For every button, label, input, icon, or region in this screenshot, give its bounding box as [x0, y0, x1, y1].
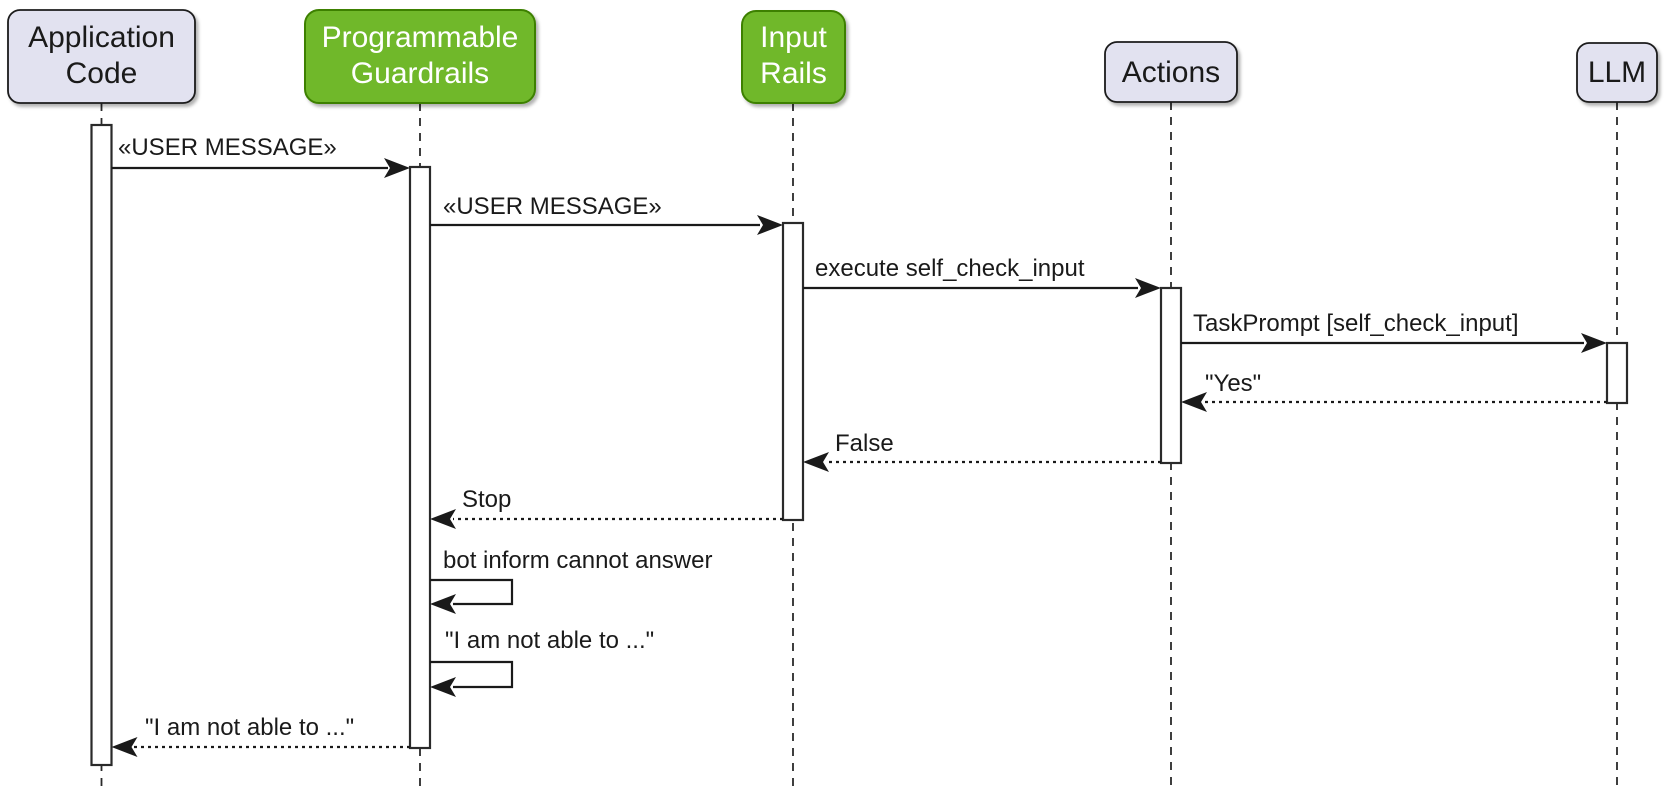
participant-box-input-rails [741, 10, 846, 104]
message-label: bot inform cannot answer [443, 547, 712, 574]
self-message-loop [430, 660, 514, 689]
message-5-yes-return: "Yes" [1181, 370, 1607, 412]
message-3-execute-self-check-input: execute self_check_input [803, 255, 1161, 298]
activation-input-rails [781, 221, 805, 522]
participant-llm: LLM [1576, 42, 1658, 103]
message-label: «USER MESSAGE» [118, 134, 337, 161]
message-label: Stop [462, 486, 511, 513]
message-9-i-am-not-able-self: "I am not able to ..." [430, 627, 654, 697]
message-4-taskprompt: TaskPrompt [self_check_input] [1181, 310, 1607, 353]
participant-heads: Application Code Programmable Guardrails… [7, 9, 1658, 104]
activation-llm [1605, 341, 1629, 405]
participant-label: Application [28, 21, 175, 54]
participant-label: Code [66, 57, 138, 90]
self-message-loop [430, 578, 514, 606]
message-arrowhead [430, 594, 456, 614]
message-label: «USER MESSAGE» [443, 193, 662, 220]
participant-box-llm [1576, 42, 1658, 103]
message-2-user-message: «USER MESSAGE» [430, 193, 783, 235]
participant-input-rails: Input Rails [741, 10, 846, 104]
message-8-bot-inform-self: bot inform cannot answer [430, 547, 712, 614]
message-arrowhead [803, 452, 829, 472]
message-label: "Yes" [1205, 370, 1261, 397]
message-label: "I am not able to ..." [145, 714, 354, 741]
message-label: False [835, 430, 894, 457]
participant-actions: Actions [1104, 41, 1238, 103]
activation-application-code [90, 123, 113, 767]
participant-label: Rails [760, 57, 827, 90]
participant-box-programmable-guardrails [304, 9, 536, 104]
activation-actions [1159, 286, 1183, 465]
participant-label: Actions [1122, 56, 1220, 89]
message-label: TaskPrompt [self_check_input] [1193, 310, 1519, 337]
participant-label: Guardrails [351, 57, 489, 90]
message-1-user-message: «USER MESSAGE» [111, 134, 410, 178]
message-arrowhead [384, 158, 410, 178]
participant-box-application-code [7, 9, 196, 104]
message-arrowhead [757, 215, 783, 235]
participant-box-actions [1104, 41, 1238, 103]
participant-programmable-guardrails: Programmable Guardrails [304, 9, 536, 104]
participant-label: Input [760, 21, 827, 54]
participant-label: LLM [1588, 56, 1646, 89]
message-10-i-am-not-able-return: "I am not able to ..." [111, 714, 410, 757]
messages: «USER MESSAGE» «USER MESSAGE» execute se… [111, 134, 1607, 757]
message-6-false-return: False [803, 430, 1161, 472]
message-arrowhead [430, 509, 456, 529]
message-7-stop-return: Stop [430, 486, 783, 529]
message-label: "I am not able to ..." [445, 627, 654, 654]
message-arrowhead [1181, 392, 1207, 412]
activation-bars [90, 123, 1629, 767]
participant-label: Programmable [322, 21, 519, 54]
message-arrowhead [430, 677, 456, 697]
message-arrowhead [111, 737, 138, 757]
participant-application-code: Application Code [7, 9, 196, 104]
message-arrowhead [1581, 333, 1607, 353]
message-label: execute self_check_input [815, 255, 1085, 282]
activation-programmable-guardrails [408, 165, 432, 750]
message-arrowhead [1135, 278, 1161, 298]
